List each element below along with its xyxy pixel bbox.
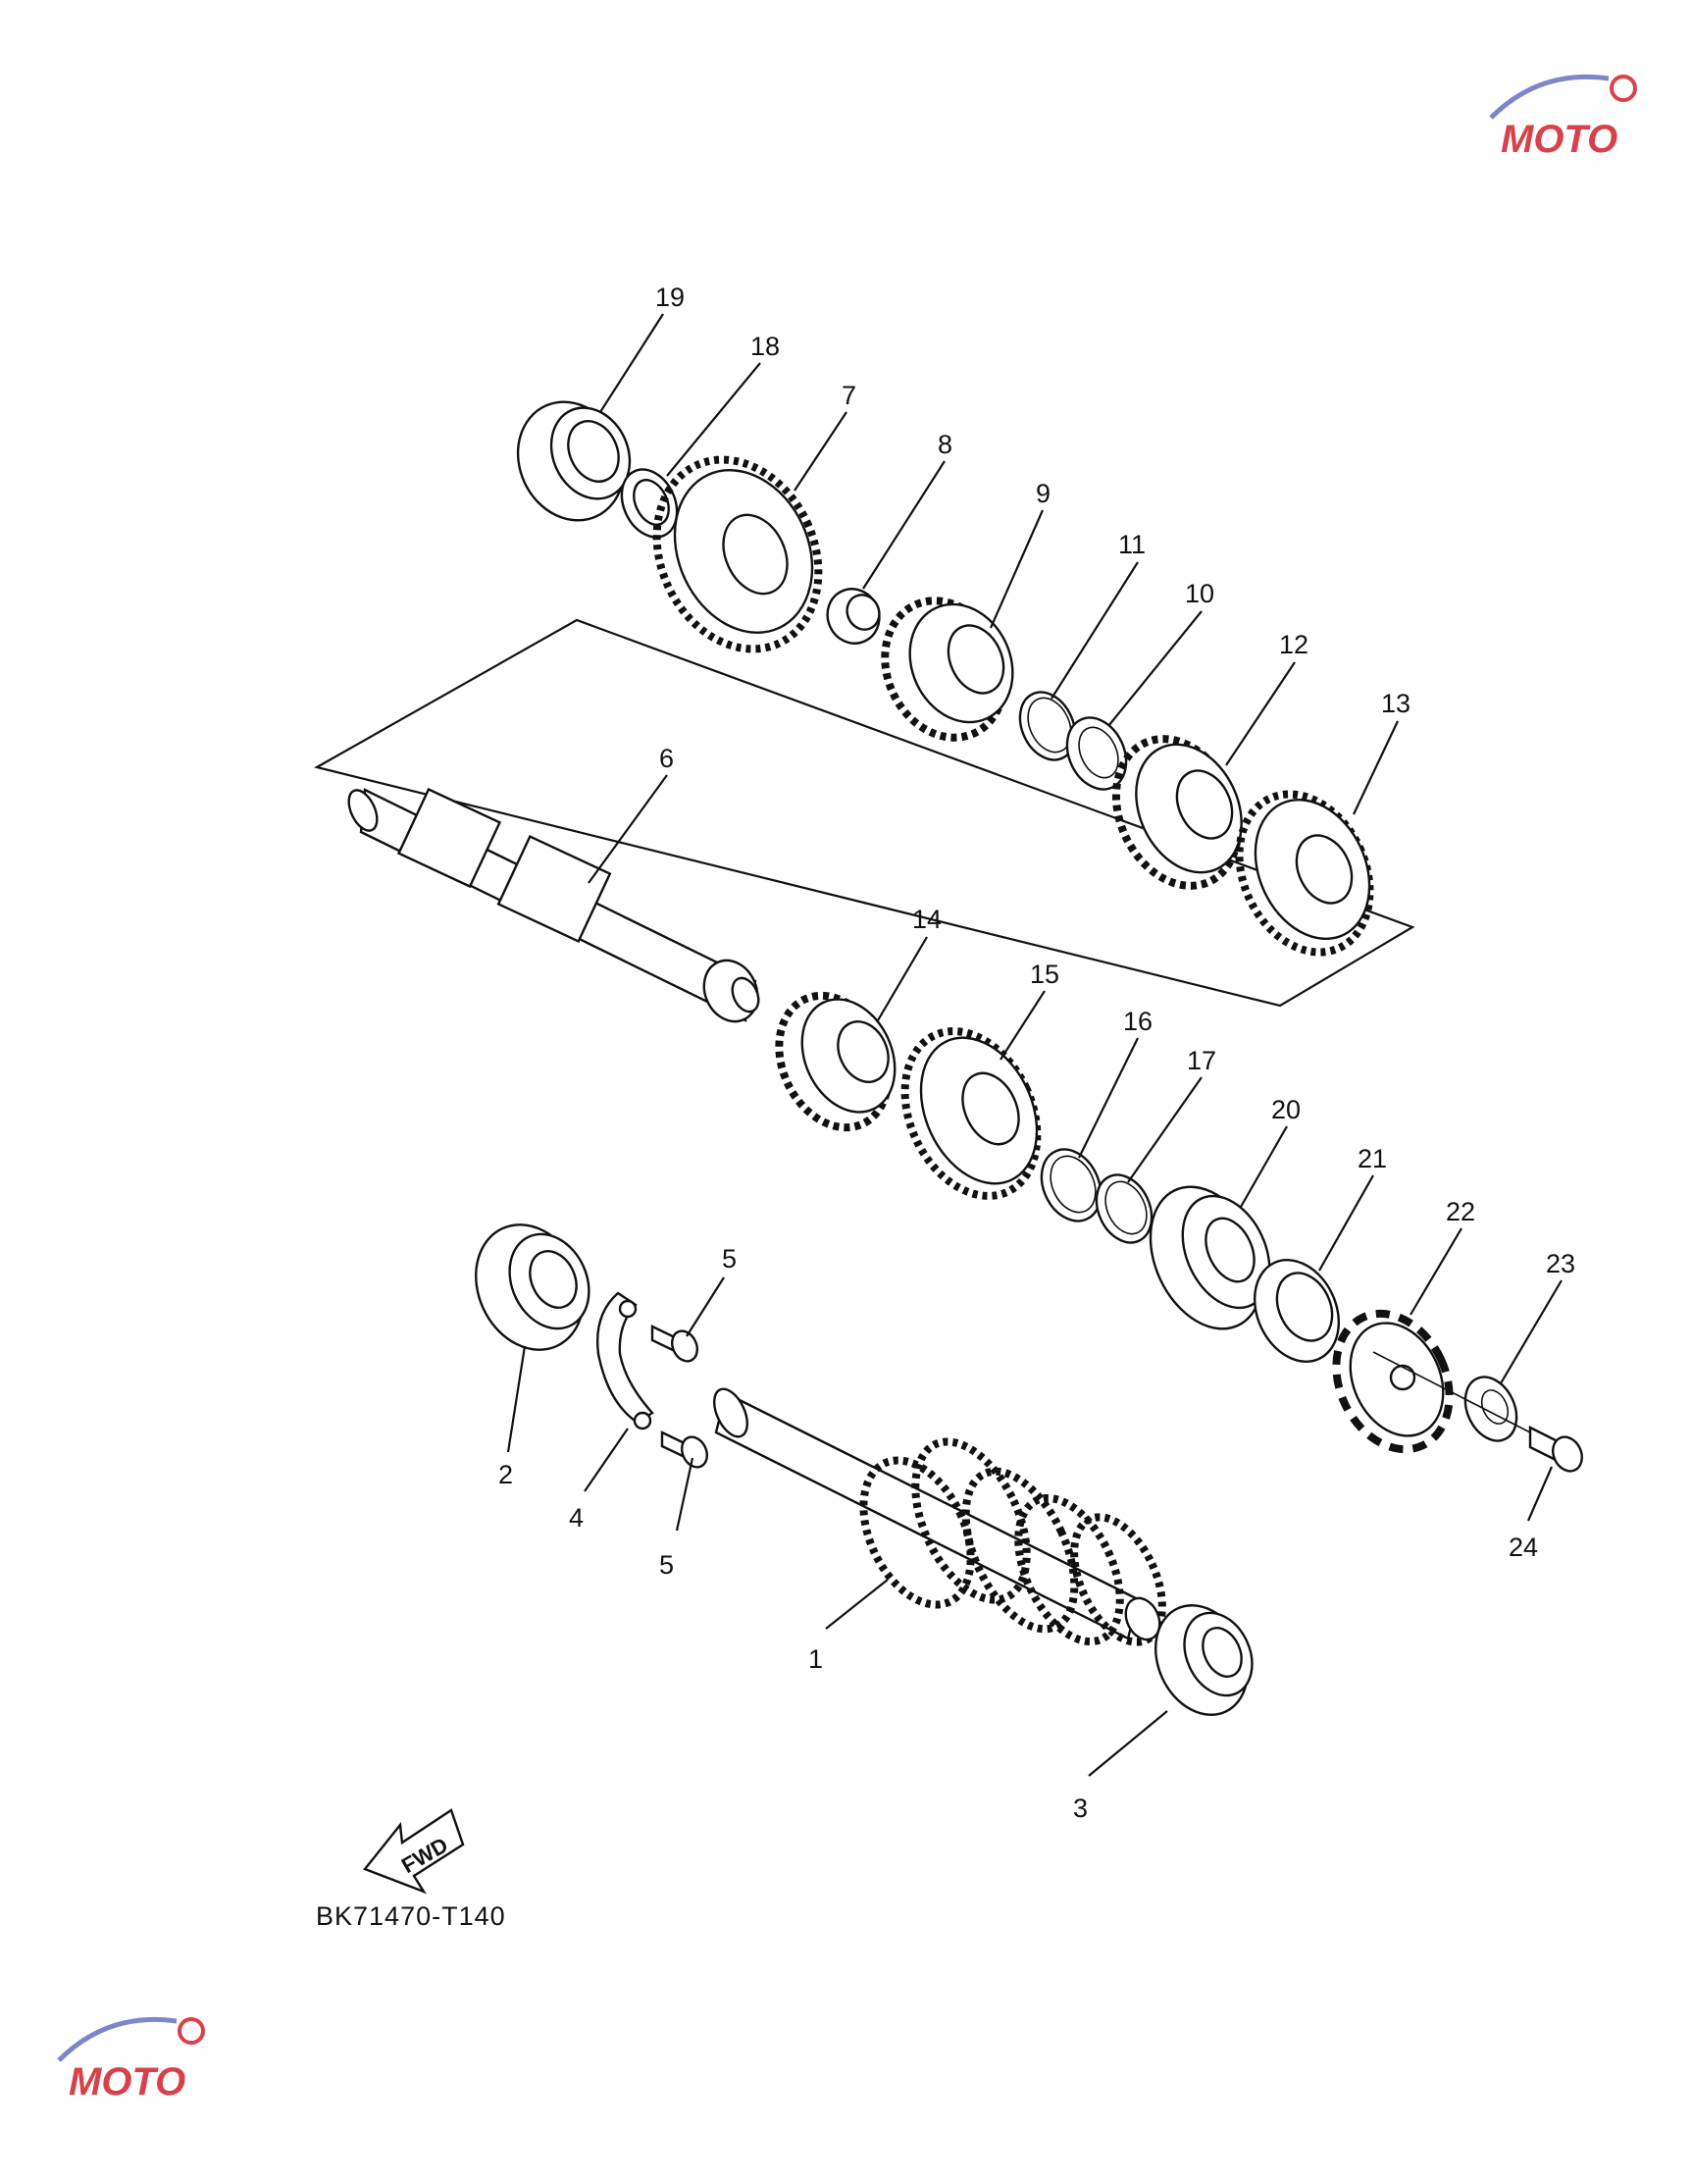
callout-1: 1 [808, 1644, 823, 1674]
callout-15: 15 [1030, 960, 1059, 989]
main-axle-6 [347, 787, 760, 1023]
callout-13: 13 [1381, 689, 1410, 718]
stopper-plate-4 [596, 1291, 654, 1430]
screw-5-upper [650, 1325, 699, 1363]
callout-16: 16 [1123, 1007, 1153, 1036]
callout-5-upper: 5 [722, 1244, 737, 1274]
collar-8 [826, 588, 881, 645]
svg-text:MOTO: MOTO [69, 2060, 185, 2104]
circlip-17 [1095, 1173, 1154, 1244]
callout-11: 11 [1118, 530, 1146, 559]
callout-24: 24 [1509, 1533, 1538, 1562]
bearing-3 [1154, 1604, 1254, 1716]
oil-seal-21 [1253, 1259, 1341, 1363]
callout-labels: 19 18 7 8 9 11 10 12 13 6 14 15 16 17 20… [498, 283, 1575, 1823]
callout-4: 4 [569, 1503, 584, 1533]
callout-22: 22 [1446, 1197, 1475, 1226]
gear-15 [900, 1027, 1042, 1200]
callout-7: 7 [842, 381, 856, 410]
callout-6: 6 [659, 744, 674, 773]
callout-3: 3 [1073, 1794, 1088, 1823]
callout-17: 17 [1187, 1046, 1216, 1075]
svg-text:MOTO: MOTO [1501, 118, 1617, 161]
callout-2: 2 [498, 1460, 513, 1489]
callout-8: 8 [938, 430, 952, 459]
gear-14 [775, 991, 897, 1132]
leader-lines [506, 313, 1563, 1777]
screw-5-lower [660, 1430, 709, 1469]
bearing-2 [475, 1223, 590, 1351]
callout-19: 19 [655, 283, 685, 312]
callout-14: 14 [912, 905, 942, 934]
countershaft-1 [713, 1387, 1166, 1646]
callout-20: 20 [1271, 1095, 1301, 1124]
main-axle-group-frame [314, 618, 1415, 1008]
gear-12 [1111, 735, 1243, 890]
sprocket-22 [1332, 1309, 1454, 1454]
callout-5-lower: 5 [659, 1550, 674, 1580]
callout-21: 21 [1358, 1144, 1387, 1173]
circlip-11 [1018, 691, 1077, 761]
watermark-logo-top: MOTO [1489, 74, 1637, 161]
bearing-20 [1149, 1185, 1271, 1330]
bolt-24 [1528, 1426, 1583, 1473]
gear-13 [1235, 790, 1374, 957]
callout-10: 10 [1185, 579, 1214, 608]
watermark-logo-bottom: MOTO [57, 2016, 205, 2104]
callout-18: 18 [750, 332, 780, 361]
bearing-19 [516, 400, 632, 522]
callout-12: 12 [1279, 630, 1308, 659]
lock-washer-23 [1463, 1376, 1518, 1442]
forward-direction-arrow: FWD [363, 1808, 465, 1895]
callout-23: 23 [1546, 1249, 1575, 1278]
washer-10 [1065, 716, 1128, 791]
diagram-code-label: BK71470-T140 [316, 1901, 506, 1931]
callout-9: 9 [1036, 479, 1051, 508]
circlip-16 [1040, 1148, 1102, 1222]
gear-7 [652, 455, 823, 653]
washer-18 [620, 468, 679, 539]
gear-9 [881, 597, 1014, 742]
